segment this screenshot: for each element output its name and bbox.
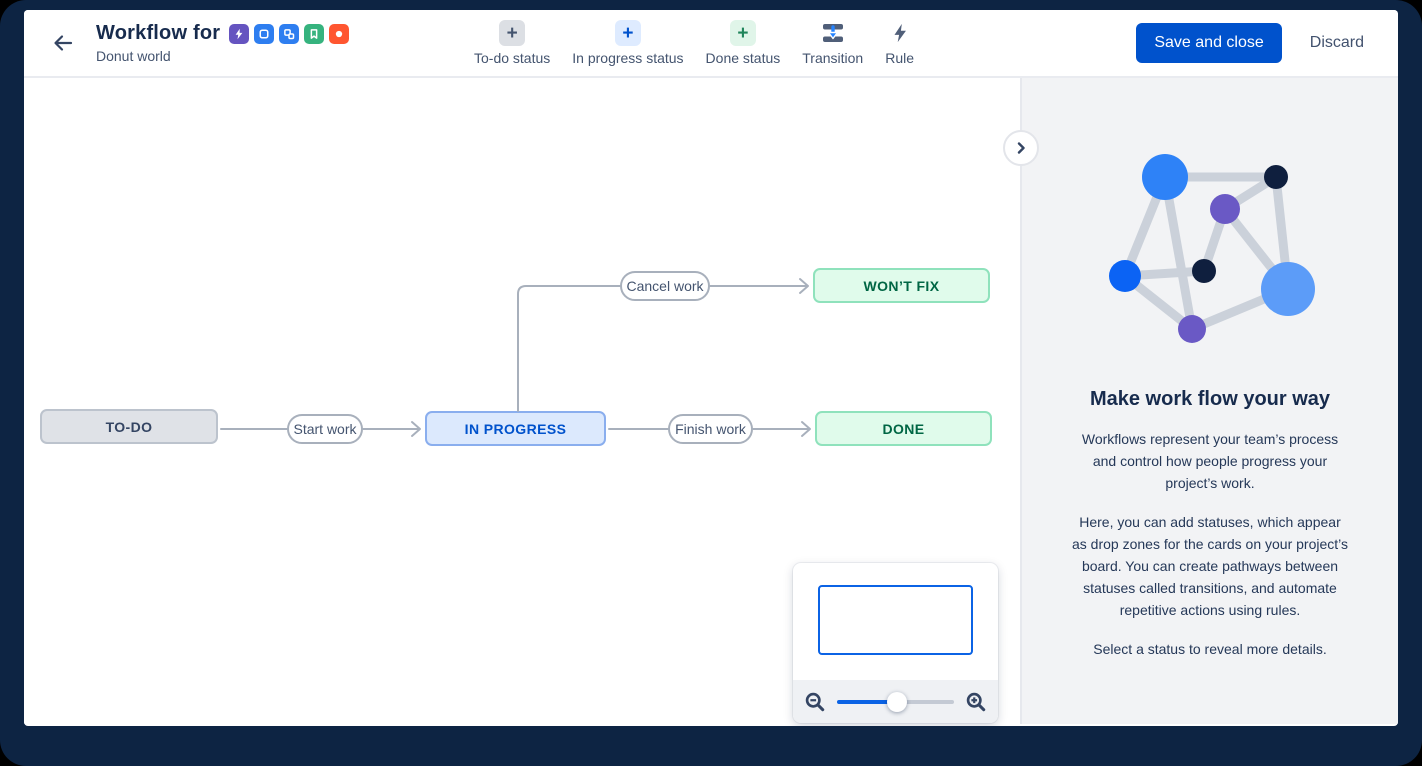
minimap-viewport[interactable] xyxy=(818,585,973,655)
info-sidebar: Make work flow your way Workflows repres… xyxy=(1022,78,1398,724)
add-done-status-button[interactable]: + Done status xyxy=(706,20,780,66)
back-button[interactable] xyxy=(48,28,78,58)
status-label: DONE xyxy=(882,420,925,437)
node-lightblue-large xyxy=(1260,262,1315,316)
task-icon xyxy=(254,23,275,44)
save-and-close-button[interactable]: Save and close xyxy=(1136,23,1282,63)
title-block: Workflow for xyxy=(96,22,350,64)
issue-type-icons xyxy=(229,23,350,44)
magnifier-plus-icon xyxy=(966,692,986,711)
sidebar-paragraph: Select a status to reveal more details. xyxy=(1093,641,1327,657)
magnifier-minus-icon xyxy=(805,692,825,711)
sidebar-paragraph: Here, you can add statuses, which appear… xyxy=(1072,514,1349,618)
sidebar-copy: Workflows represent your team’s process … xyxy=(1072,428,1348,660)
add-rule-button[interactable]: Rule xyxy=(885,20,914,66)
transition-label: Start work xyxy=(293,421,357,437)
status-node-wont-fix[interactable]: WON’T FIX xyxy=(813,268,990,303)
status-label: WON’T FIX xyxy=(863,277,940,294)
add-todo-status-button[interactable]: + To-do status xyxy=(474,20,550,66)
editor-body: TO-DO IN PROGRESS DONE WON’T FIX Start w… xyxy=(24,78,1398,724)
transition-label: Cancel work xyxy=(626,278,704,294)
transition-finish-work[interactable]: Finish work xyxy=(668,414,753,444)
arrow-left-icon xyxy=(54,35,73,51)
minimap-panel xyxy=(793,563,998,723)
workflow-editor-window: Workflow for xyxy=(24,10,1398,726)
node-blue-large xyxy=(1141,154,1188,200)
node-navy-center xyxy=(1191,259,1216,283)
page-title: Workflow for xyxy=(96,22,221,44)
status-label: IN PROGRESS xyxy=(464,420,567,437)
status-node-in-progress[interactable]: IN PROGRESS xyxy=(425,411,606,446)
transition-cancel-work[interactable]: Cancel work xyxy=(620,271,710,301)
add-transition-button[interactable]: Transition xyxy=(802,20,863,66)
chevron-right-icon xyxy=(1017,142,1025,154)
status-label: TO-DO xyxy=(105,418,153,435)
plus-icon: + xyxy=(499,20,526,46)
add-inprogress-status-button[interactable]: + In progress status xyxy=(572,20,684,66)
plus-icon: + xyxy=(729,20,756,46)
lightning-icon xyxy=(887,20,913,46)
panel-divider xyxy=(1020,78,1022,724)
node-navy-small xyxy=(1263,165,1288,189)
zoom-out-button[interactable] xyxy=(802,689,828,715)
subtask-icon xyxy=(279,23,300,44)
status-node-todo[interactable]: TO-DO xyxy=(40,409,218,444)
sidebar-paragraph: Workflows represent your team’s process … xyxy=(1081,431,1339,491)
epic-icon xyxy=(229,23,250,44)
editor-toolbar: + To-do status + In progress status + Do… xyxy=(474,20,914,66)
zoom-slider-handle[interactable] xyxy=(886,691,907,712)
discard-button[interactable]: Discard xyxy=(1309,34,1364,51)
workflow-subtitle: Donut world xyxy=(96,48,171,64)
transition-icon xyxy=(820,20,846,46)
node-blue-small xyxy=(1108,260,1141,292)
zoom-slider-track[interactable] xyxy=(837,691,954,712)
node-purple xyxy=(1209,194,1240,224)
header-actions: Save and close Discard xyxy=(1136,23,1364,63)
plus-icon: + xyxy=(614,20,641,46)
transition-connectors xyxy=(220,278,811,437)
collapse-panel-button[interactable] xyxy=(1003,130,1039,166)
sidebar-heading: Make work flow your way xyxy=(1089,388,1331,410)
story-icon xyxy=(304,23,325,44)
network-illustration xyxy=(1108,154,1315,343)
transition-label: Finish work xyxy=(675,421,746,437)
node-purple-bottom xyxy=(1177,315,1206,343)
bug-icon xyxy=(329,23,350,44)
status-node-done[interactable]: DONE xyxy=(815,411,992,446)
zoom-in-button[interactable] xyxy=(963,689,989,715)
editor-header: Workflow for xyxy=(24,10,1398,78)
transition-start-work[interactable]: Start work xyxy=(287,414,363,444)
minimap-zoom-controls xyxy=(793,680,998,723)
workflow-canvas[interactable]: TO-DO IN PROGRESS DONE WON’T FIX Start w… xyxy=(24,78,1020,724)
